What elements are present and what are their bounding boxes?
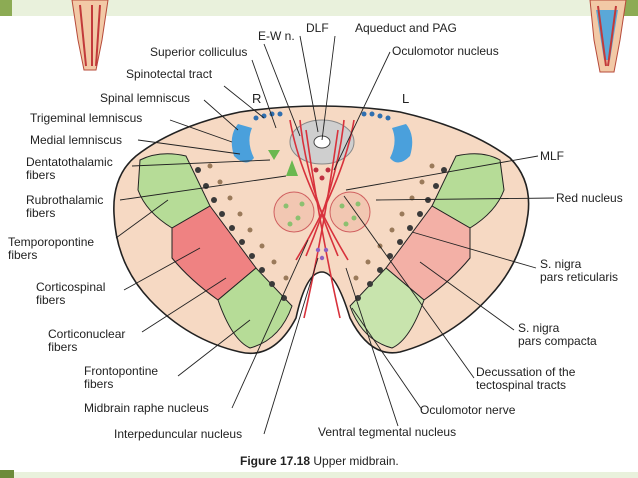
- slide-top-bar: [0, 0, 638, 16]
- label-snigra-reticularis-2: pars reticularis: [540, 270, 619, 284]
- label-spinotectal-tract: Spinotectal tract: [126, 67, 213, 81]
- substantia-nigra-left: [195, 163, 289, 301]
- label-aqueduct-pag: Aqueduct and PAG: [355, 21, 457, 35]
- label-corticospinal: Corticospinal: [36, 280, 106, 294]
- frontopontine-region-right: [349, 267, 425, 349]
- slide-bottom-bar: [0, 472, 638, 478]
- label-corticonuclear: Corticonuclear: [48, 327, 126, 341]
- oculomotor-nucleus-cells: [313, 167, 331, 181]
- label-interpeduncular: Interpeduncular nucleus: [114, 427, 243, 441]
- red-nucleus-cells: [283, 201, 361, 227]
- label-temporopontine: Temporopontine: [8, 235, 95, 249]
- red-nucleus-right: [329, 191, 371, 233]
- label-dentatothalamic-2: fibers: [26, 168, 56, 182]
- label-red-nucleus: Red nucleus: [556, 191, 623, 205]
- frontopontine-region-left: [217, 267, 293, 349]
- interpeduncular-cells: [315, 247, 329, 261]
- label-spinal-lemniscus: Spinal lemniscus: [100, 91, 191, 105]
- rubrothalamic-arrow: [286, 160, 298, 176]
- slide-corner-decoration: [0, 470, 14, 478]
- label-decussation: Decussation of the: [476, 365, 576, 379]
- dentatothalamic-marker: [268, 150, 280, 160]
- label-ew-nucleus: E-W n.: [258, 29, 295, 43]
- cerebral-aqueduct: [313, 135, 331, 149]
- label-side-left: L: [402, 91, 410, 106]
- label-oculomotor-nucleus: Oculomotor nucleus: [392, 44, 499, 58]
- lemniscus-left: [231, 124, 254, 163]
- label-dentatothalamic: Dentatothalamic: [26, 155, 113, 169]
- label-midbrain-raphe: Midbrain raphe nucleus: [84, 401, 209, 415]
- label-ventral-tegmental: Ventral tegmental nucleus: [318, 425, 457, 439]
- label-medial-lemniscus: Medial lemniscus: [30, 133, 123, 147]
- label-oculomotor-nerve: Oculomotor nerve: [420, 403, 516, 417]
- substantia-nigra-right: [353, 163, 447, 301]
- spine-thumbnail-right: [589, 0, 627, 73]
- spine-thumbnail-left: [71, 0, 109, 71]
- red-nucleus-left: [273, 191, 315, 233]
- label-frontopontine: Frontopontine: [84, 364, 159, 378]
- label-temporopontine-2: fibers: [8, 248, 38, 262]
- label-mlf: MLF: [540, 149, 564, 163]
- label-frontopontine-2: fibers: [84, 377, 114, 391]
- label-dlf: DLF: [306, 21, 329, 35]
- label-corticonuclear-2: fibers: [48, 340, 78, 354]
- label-snigra-reticularis: S. nigra: [540, 257, 582, 271]
- label-snigra-compacta: S. nigra: [518, 321, 560, 335]
- label-rubrothalamic-2: fibers: [26, 206, 56, 220]
- label-trigeminal-lemniscus: Trigeminal lemniscus: [30, 111, 143, 125]
- label-side-right: R: [252, 91, 262, 106]
- figure-caption: Figure 17.18 Upper midbrain.: [240, 454, 399, 468]
- label-superior-colliculus: Superior colliculus: [150, 45, 248, 59]
- label-corticospinal-2: fibers: [36, 293, 66, 307]
- label-decussation-2: tectospinal tracts: [476, 378, 567, 392]
- figure-number: Figure 17.18: [240, 454, 311, 468]
- lemniscus-right: [390, 124, 413, 163]
- figure-title: Upper midbrain.: [313, 454, 399, 468]
- label-snigra-compacta-2: pars compacta: [518, 334, 597, 348]
- label-leader-lines: [115, 35, 555, 435]
- slide-corner-decoration: [0, 0, 12, 16]
- label-rubrothalamic: Rubrothalamic: [26, 193, 104, 207]
